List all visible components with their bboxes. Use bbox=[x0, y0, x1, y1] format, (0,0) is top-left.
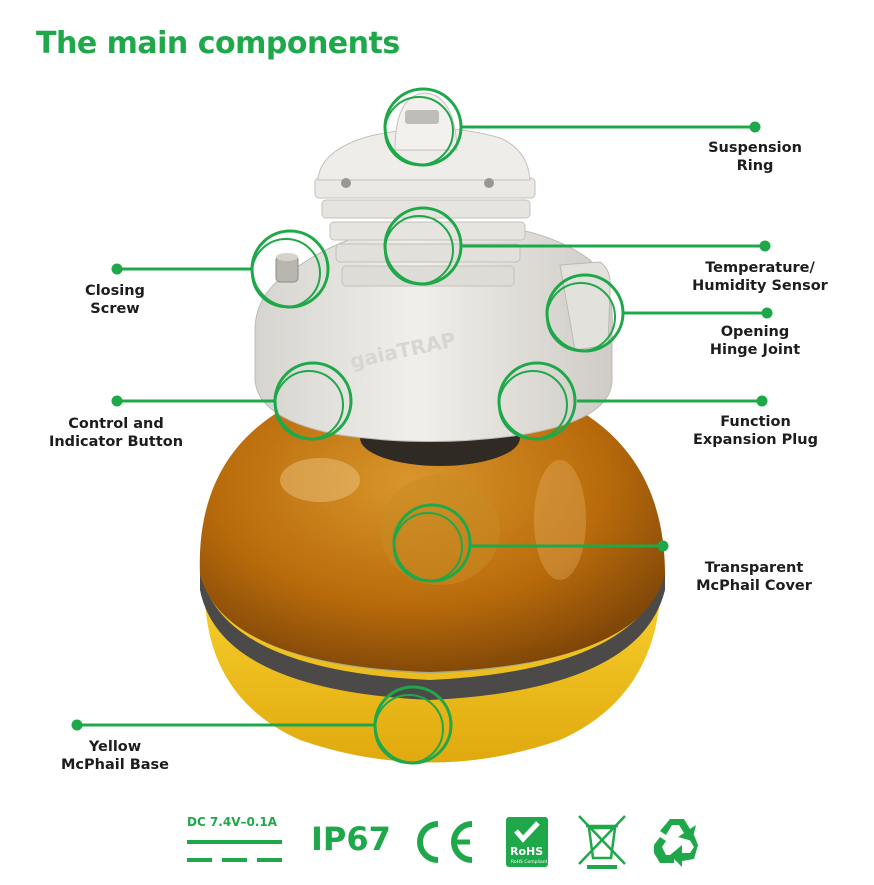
label-temp-humidity-sensor: Temperature/ Humidity Sensor bbox=[692, 260, 828, 294]
ce-mark-icon bbox=[417, 821, 473, 863]
ip-rating: IP67 bbox=[311, 820, 391, 858]
recycle-icon bbox=[654, 819, 698, 867]
label-opening-hinge-joint: Opening Hinge Joint bbox=[709, 324, 801, 358]
weee-bin-icon bbox=[578, 815, 626, 869]
label-function-expansion-plug: Function Expansion Plug bbox=[693, 414, 818, 448]
page-title: The main components bbox=[36, 26, 400, 61]
rohs-sub-label: RoHS Compliant bbox=[511, 859, 548, 865]
rohs-label: RoHS bbox=[510, 845, 543, 858]
label-yellow-mcphail-base: Yellow McPhail Base bbox=[60, 739, 170, 773]
label-transparent-mcphail-cover: Transparent McPhail Cover bbox=[696, 560, 812, 594]
dc-symbol-icon bbox=[187, 840, 282, 862]
cover-rim bbox=[200, 570, 665, 700]
label-suspension-ring: Suspension Ring bbox=[708, 140, 802, 174]
label-control-indicator-button: Control and Indicator Button bbox=[48, 416, 184, 450]
rohs-icon: RoHS RoHS Compliant bbox=[506, 817, 548, 867]
label-closing-screw: Closing Screw bbox=[85, 283, 145, 317]
dc-rating: DC 7.4V–0.1A bbox=[187, 815, 278, 829]
